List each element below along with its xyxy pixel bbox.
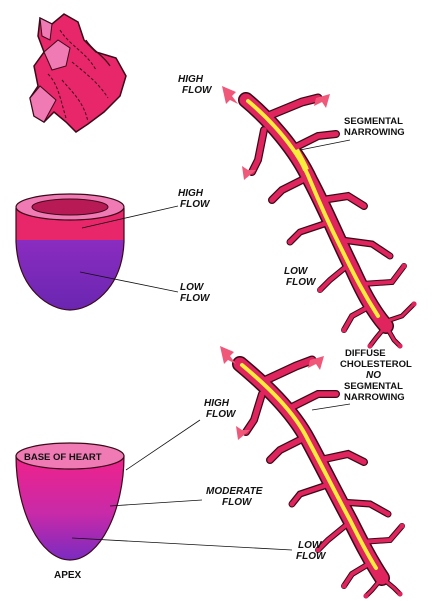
segmental-label-line2: NARROWING bbox=[344, 127, 405, 138]
bottom-cup-moderate-flow-line1: MODERATE bbox=[206, 486, 263, 497]
diffuse-label-line1: DIFFUSE bbox=[345, 348, 386, 359]
top-artery-tree bbox=[222, 86, 417, 349]
top-myocardium-cup bbox=[15, 193, 125, 311]
base-of-heart-label: BASE OF HEART bbox=[24, 452, 102, 463]
bottom-cup-low-flow-line2: FLOW bbox=[296, 551, 327, 562]
diffuse-label-line5: NARROWING bbox=[344, 392, 405, 403]
diffuse-label-line3: NO bbox=[366, 370, 381, 381]
top-cup-low-flow-line2: FLOW bbox=[180, 293, 211, 304]
bottom-cup-high-flow-line2: FLOW bbox=[206, 409, 237, 420]
top-high-flow-label-line2: FLOW bbox=[182, 85, 213, 96]
bottom-cup-low-flow-line1: LOW bbox=[298, 540, 323, 551]
top-cup-high-flow-line2: FLOW bbox=[180, 199, 211, 210]
top-low-flow-label-line1: LOW bbox=[284, 266, 309, 277]
bottom-myocardium-cup bbox=[15, 442, 125, 561]
heart-illustration bbox=[29, 13, 127, 133]
bottom-artery-tree bbox=[220, 346, 405, 599]
diffuse-label-line2: CHOLESTEROL bbox=[340, 359, 412, 370]
top-cup-low-flow-line1: LOW bbox=[180, 282, 205, 293]
bottom-cup-moderate-flow-line2: FLOW bbox=[222, 497, 253, 508]
segmental-label-line1: SEGMENTAL bbox=[344, 116, 403, 127]
top-high-flow-label-line1: HIGH bbox=[178, 74, 204, 85]
leader-lines bbox=[71, 139, 351, 551]
flow-arrows-top bbox=[222, 86, 330, 180]
apex-label: APEX bbox=[54, 570, 82, 581]
bottom-cup-high-flow-line1: HIGH bbox=[204, 398, 230, 409]
flow-arrows-bottom bbox=[220, 346, 324, 440]
top-cup-high-flow-line1: HIGH bbox=[178, 188, 204, 199]
diffuse-label-line4: SEGMENTAL bbox=[344, 381, 403, 392]
top-low-flow-label-line2: FLOW bbox=[286, 277, 317, 288]
